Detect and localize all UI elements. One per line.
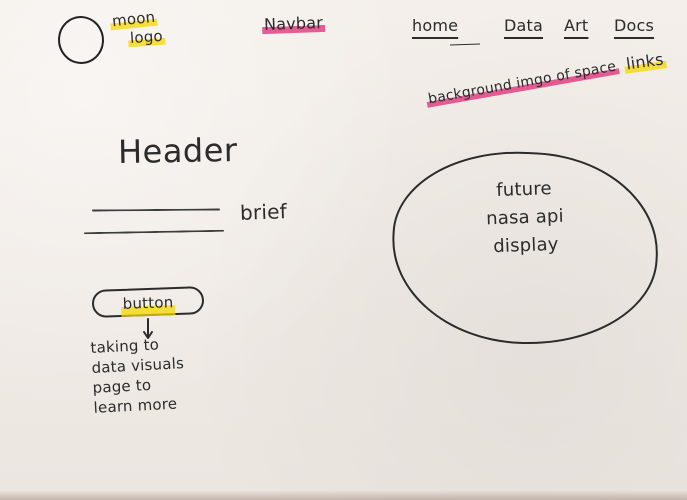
header-label: Header <box>117 130 238 172</box>
arrow-icon <box>143 318 153 339</box>
logo-label-line2: logo <box>127 26 166 48</box>
nav-links: home Data Art Docs <box>408 16 668 56</box>
logo-label: moon logo <box>109 7 200 56</box>
nav-link-art[interactable]: Art <box>564 16 589 35</box>
nav-link-data[interactable]: Data <box>504 16 544 35</box>
api-display-text: future nasa api display <box>485 178 565 258</box>
table-edge <box>0 490 687 500</box>
nav-link-docs[interactable]: Docs <box>614 16 655 35</box>
brief-label: brief <box>239 199 288 225</box>
navbar-label-text: Navbar <box>261 12 326 35</box>
cta-button[interactable]: button <box>91 286 205 318</box>
navbar-label: Navbar <box>261 12 326 35</box>
cta-button-label: button <box>120 289 176 317</box>
nav-link-home[interactable]: home <box>412 16 459 35</box>
button-note: taking to data visuals page to learn mor… <box>90 335 185 417</box>
